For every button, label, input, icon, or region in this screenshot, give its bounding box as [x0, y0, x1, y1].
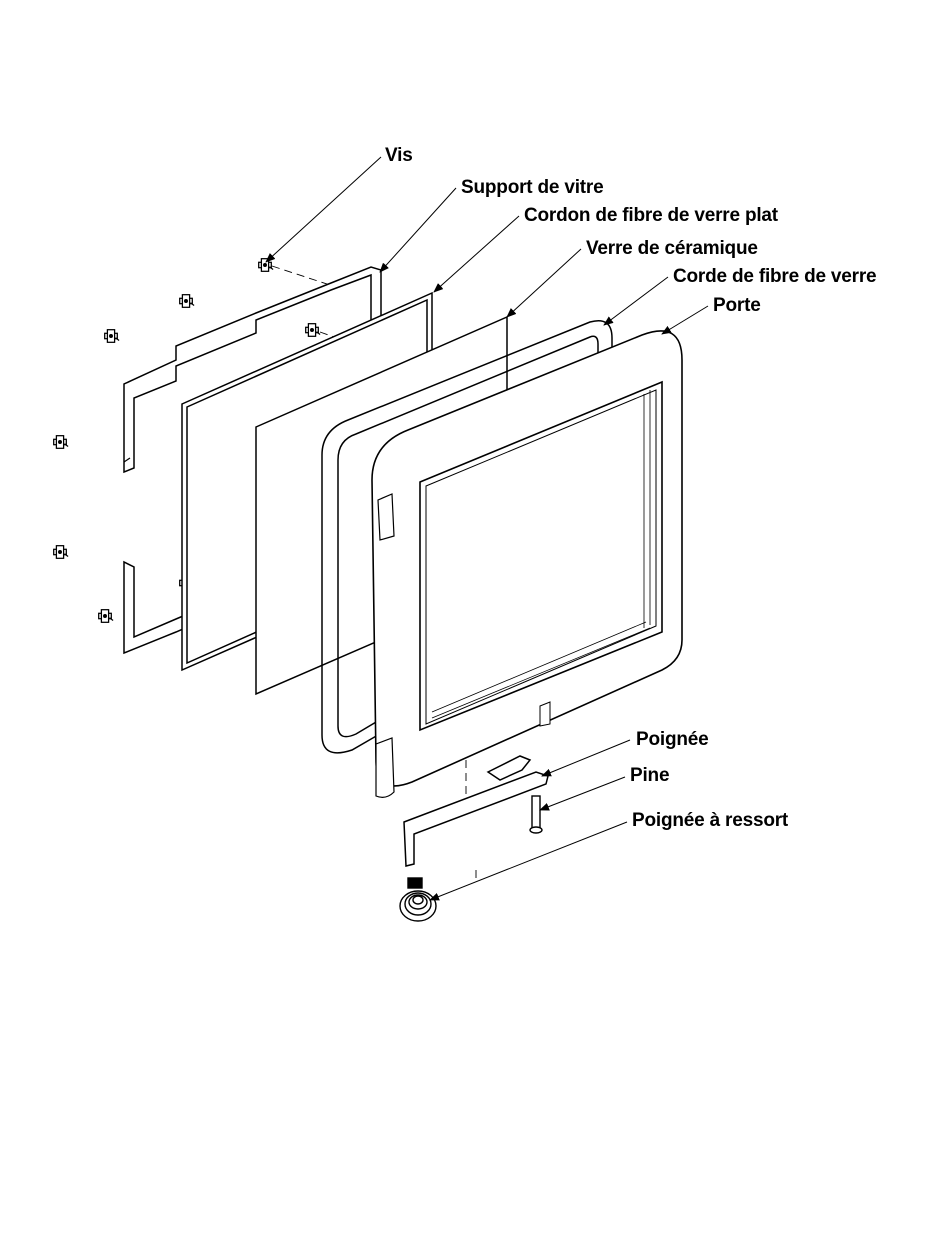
screw-8: [99, 610, 113, 623]
leader-poignee: [542, 740, 630, 776]
screw-2: [180, 295, 194, 308]
leader-pine: [540, 777, 625, 810]
screw-1: [259, 259, 273, 272]
label-corde-fibre: Corde de fibre de verre: [673, 266, 876, 288]
label-cordon-fibre-plat: Cordon de fibre de verre plat: [524, 205, 778, 227]
leader-vis: [266, 157, 381, 262]
leader-cordon-plat: [434, 216, 519, 292]
leader-corde: [604, 277, 668, 325]
label-poignee-ressort: Poignée à ressort: [632, 810, 788, 832]
screw-5: [54, 436, 68, 449]
screw-6: [54, 546, 68, 559]
leader-support: [380, 188, 456, 272]
leader-porte: [662, 306, 708, 334]
leader-ressort: [430, 822, 627, 900]
leader-verre: [507, 249, 581, 317]
label-poignee: Poignée: [636, 729, 709, 751]
screw-3: [105, 330, 119, 343]
label-verre-ceramique: Verre de céramique: [586, 238, 758, 260]
screw-4: [306, 324, 320, 337]
label-porte: Porte: [713, 295, 761, 317]
label-vis: Vis: [385, 145, 413, 167]
pin: [530, 796, 542, 833]
label-pine: Pine: [630, 765, 669, 787]
label-support-de-vitre: Support de vitre: [461, 177, 603, 199]
